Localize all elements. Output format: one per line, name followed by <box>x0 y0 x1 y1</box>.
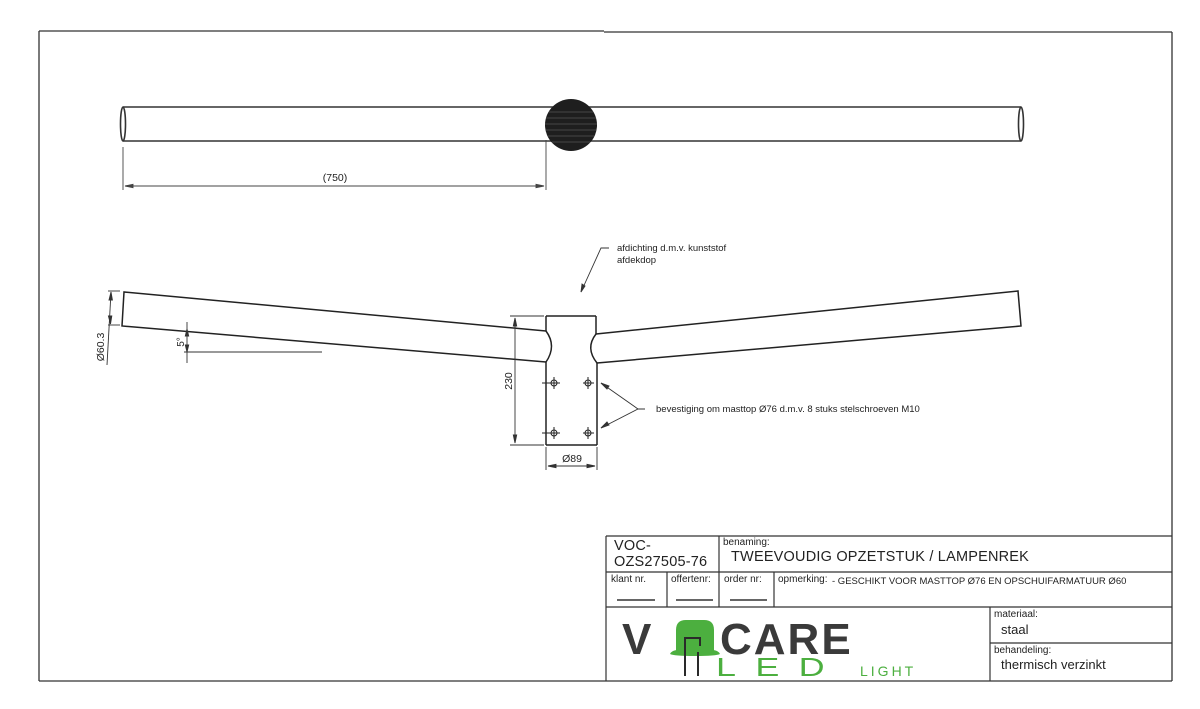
bolt-icon <box>542 427 560 439</box>
klant-nr-label: klant nr. <box>611 574 647 585</box>
callout-cap-line2: afdekdop <box>617 255 656 266</box>
mast-section-icon <box>545 99 597 151</box>
offerte-nr-label: offertenr: <box>671 574 711 585</box>
benaming-value: TWEEVOUDIG OPZETSTUK / LAMPENREK <box>731 549 1030 565</box>
callout-bolts: bevestiging om masttop Ø76 d.m.v. 8 stuk… <box>656 404 920 415</box>
dimensions <box>106 247 645 470</box>
benaming-label: benaming: <box>723 537 770 548</box>
drawing-code-line2: OZS27505-76 <box>614 554 708 570</box>
bolt-icon <box>583 427 594 439</box>
dim-60-3-label: Ø60.3 <box>95 333 107 362</box>
dim-750-label: (750) <box>323 172 348 184</box>
materiaal-value: staal <box>1001 622 1029 637</box>
bolt-icon <box>583 377 594 389</box>
vocare-led-light-logo: V CARE LED LIGHT <box>622 615 916 680</box>
bolt-holes <box>542 377 594 439</box>
drawing-code-line1: VOC- <box>614 538 652 554</box>
dim-89-label: Ø89 <box>562 453 582 465</box>
bolt-icon <box>542 377 560 389</box>
front-view <box>121 290 1022 446</box>
callout-cap-line1: afdichting d.m.v. kunststof <box>617 243 726 254</box>
order-nr-label: order nr: <box>724 574 762 585</box>
dim-angle-label: 5° <box>176 337 187 347</box>
logo-word-light: LIGHT <box>860 663 916 679</box>
title-block-grid <box>605 535 1172 681</box>
opmerking-value: - GESCHIKT VOOR MASTTOP Ø76 EN OPSCHUIFA… <box>832 576 1127 587</box>
behandeling-value: thermisch verzinkt <box>1001 657 1106 672</box>
behandeling-label: behandeling: <box>994 645 1052 656</box>
opmerking-label: opmerking: <box>778 574 828 585</box>
dim-230-label: 230 <box>503 372 515 390</box>
logo-word-led: LED <box>716 652 844 680</box>
logo-word-care: CARE <box>720 615 853 664</box>
materiaal-label: materiaal: <box>994 609 1038 620</box>
logo-letter-v: V <box>622 615 652 664</box>
led-bulb-icon <box>670 620 720 676</box>
top-view <box>119 99 1025 190</box>
